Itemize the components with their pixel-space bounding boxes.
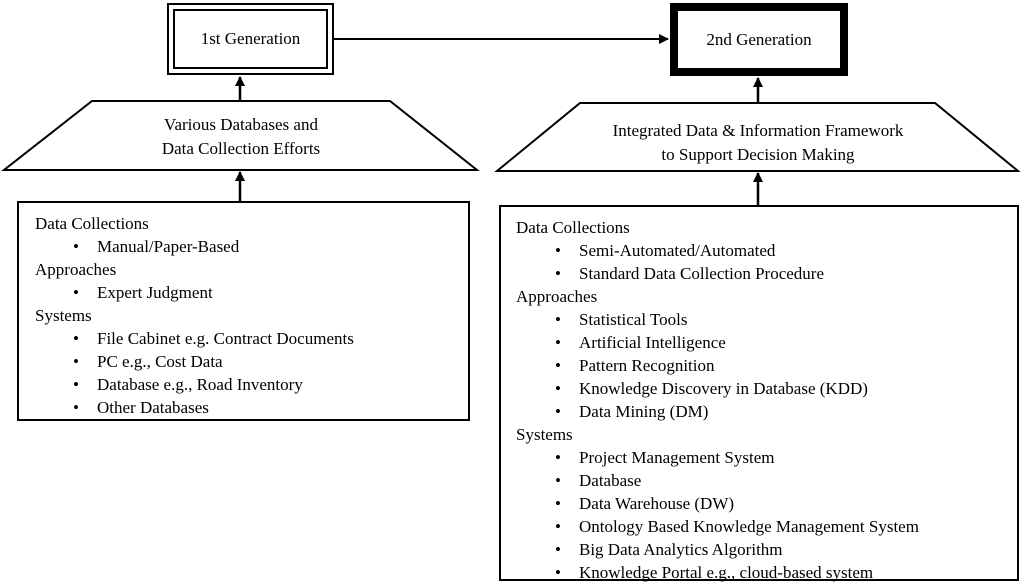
list-item: •Database — [555, 471, 642, 490]
list-item: •Manual/Paper-Based — [73, 237, 240, 256]
section-title: Data Collections — [35, 214, 149, 233]
list-item: •Standard Data Collection Procedure — [555, 264, 825, 283]
bullet-icon: • — [555, 379, 561, 398]
bullet-icon: • — [555, 310, 561, 329]
bullet-icon: • — [555, 241, 561, 260]
list-item: •Project Management System — [555, 448, 775, 467]
bullet-icon: • — [555, 448, 561, 467]
section-title: Approaches — [35, 260, 117, 279]
section-approaches: Approaches •Expert Judgment — [19, 258, 468, 304]
bullet-icon: • — [555, 517, 561, 536]
section-approaches: Approaches •Statistical Tools •Artificia… — [501, 285, 1017, 423]
bullet-icon: • — [73, 283, 79, 302]
trapezoid-left-line1: Various Databases and — [164, 115, 318, 134]
bullet-icon: • — [555, 264, 561, 283]
bullet-icon: • — [73, 237, 79, 256]
bullet-icon: • — [555, 333, 561, 352]
trapezoid-left — [1, 100, 480, 171]
trapezoid-left-label: Various Databases and Data Collection Ef… — [92, 113, 390, 161]
list-item: •Ontology Based Knowledge Management Sys… — [555, 517, 919, 536]
first-generation-details: Data Collections •Manual/Paper-Based App… — [17, 201, 470, 421]
list-item: •Pattern Recognition — [555, 356, 715, 375]
list-item: •Statistical Tools — [555, 310, 688, 329]
list-item: •Knowledge Portal e.g., cloud-based syst… — [555, 563, 874, 582]
second-generation-label: 2nd Generation — [706, 29, 812, 49]
trapezoid-right — [494, 102, 1021, 172]
list-item: •Knowledge Discovery in Database (KDD) — [555, 379, 868, 398]
list-item: •Data Mining (DM) — [555, 402, 709, 421]
section-data-collections: Data Collections •Manual/Paper-Based — [19, 212, 468, 258]
trapezoid-left-line2: Data Collection Efforts — [161, 139, 321, 158]
bullet-icon: • — [555, 563, 561, 582]
first-generation-box: 1st Generation — [167, 3, 334, 75]
list-item: •PC e.g., Cost Data — [73, 352, 223, 371]
section-systems: Systems •Project Management System •Data… — [501, 423, 1017, 584]
trapezoid-right-label: Integrated Data & Information Framework … — [540, 119, 976, 167]
list-item: •File Cabinet e.g. Contract Documents — [73, 329, 354, 348]
section-title: Data Collections — [516, 218, 630, 237]
bullet-icon: • — [555, 471, 561, 490]
list-item: •Data Warehouse (DW) — [555, 494, 735, 513]
bullet-icon: • — [73, 352, 79, 371]
bullet-icon: • — [555, 356, 561, 375]
section-title: Systems — [516, 425, 573, 444]
second-generation-details: Data Collections •Semi-Automated/Automat… — [499, 205, 1019, 584]
list-item: •Other Databases — [73, 398, 209, 417]
bullet-icon: • — [73, 398, 79, 417]
section-title: Approaches — [516, 287, 598, 306]
section-systems: Systems •File Cabinet e.g. Contract Docu… — [19, 304, 468, 419]
section-title: Systems — [35, 306, 92, 325]
list-item: •Artificial Intelligence — [555, 333, 726, 352]
list-item: •Semi-Automated/Automated — [555, 241, 776, 260]
list-item: •Expert Judgment — [73, 283, 213, 302]
bullet-icon: • — [555, 494, 561, 513]
second-generation-box: 2nd Generation — [670, 3, 848, 76]
list-item: •Big Data Analytics Algorithm — [555, 540, 783, 559]
list-item: •Database e.g., Road Inventory — [73, 375, 303, 394]
trapezoid-right-line1: Integrated Data & Information Framework — [612, 121, 904, 140]
section-data-collections: Data Collections •Semi-Automated/Automat… — [501, 216, 1017, 285]
bullet-icon: • — [555, 402, 561, 421]
first-generation-label: 1st Generation — [173, 9, 328, 69]
bullet-icon: • — [555, 540, 561, 559]
trapezoid-right-line2: to Support Decision Making — [661, 145, 855, 164]
bullet-icon: • — [73, 329, 79, 348]
bullet-icon: • — [73, 375, 79, 394]
